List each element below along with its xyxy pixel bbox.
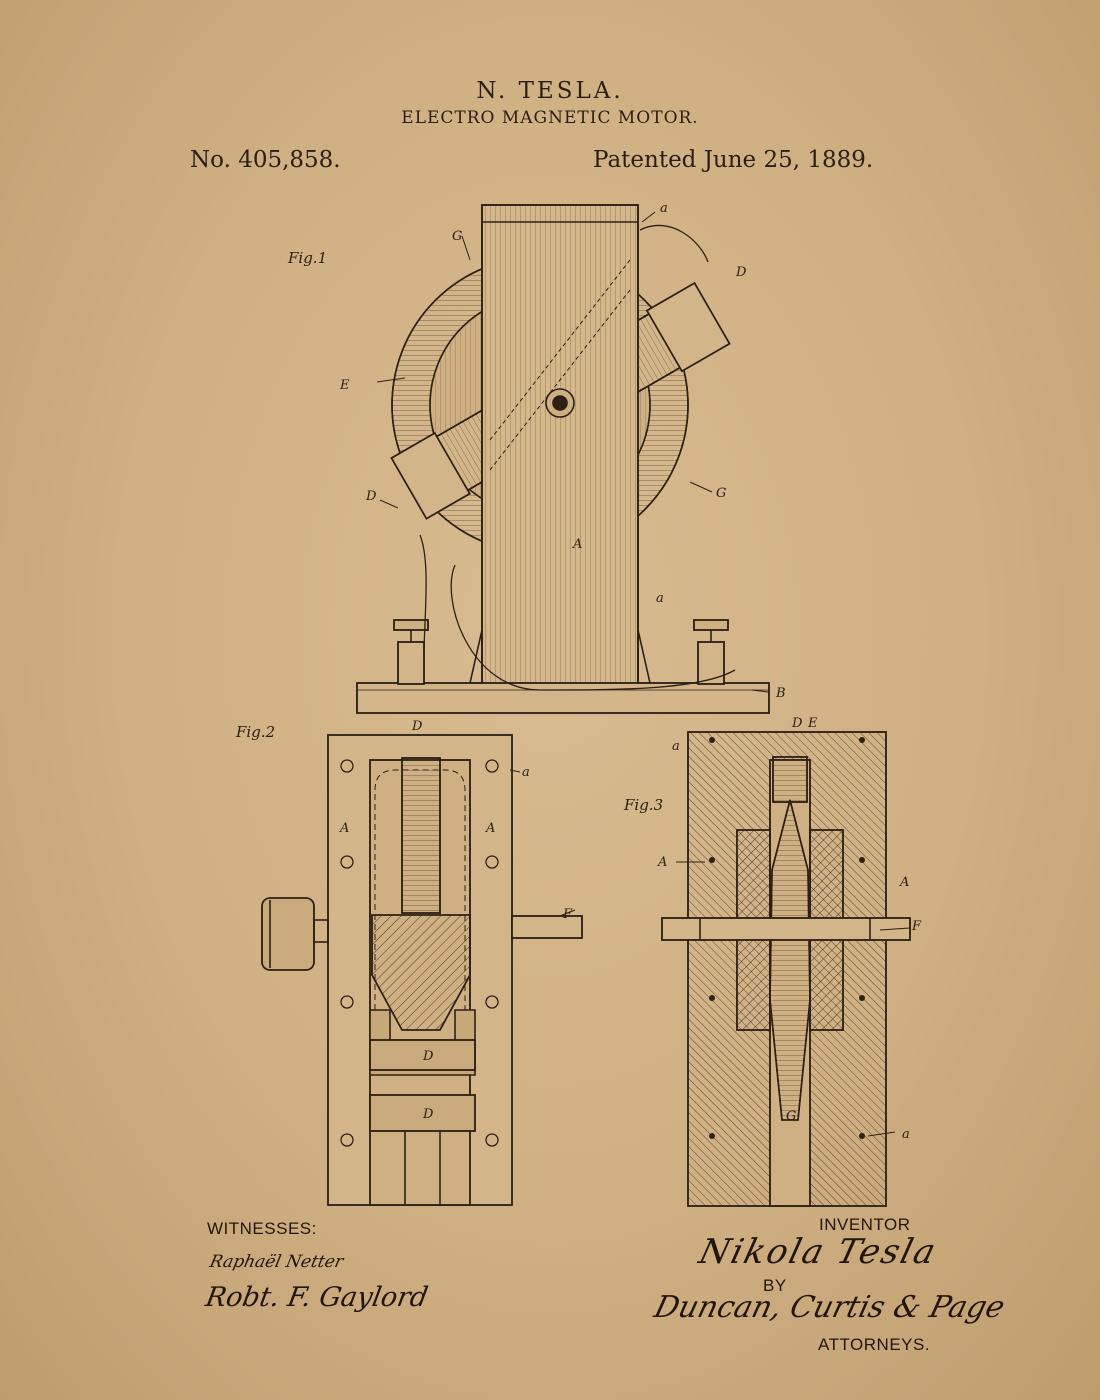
fig1-ref-e: E bbox=[339, 378, 350, 393]
fig2-ref-a-right: A bbox=[485, 821, 495, 836]
fig1-ref-g-right: G bbox=[716, 486, 726, 501]
fig1-ref-d-right: D bbox=[735, 265, 747, 280]
figure-1 bbox=[356, 204, 770, 714]
inventor-signature: Nikola Tesla bbox=[695, 1232, 942, 1272]
inventor-label: INVENTOR bbox=[819, 1215, 911, 1234]
patent-date: Patented June 25, 1889. bbox=[593, 147, 874, 173]
fig2-label: Fig.2 bbox=[235, 723, 275, 741]
fig3-ref-a-right: A bbox=[899, 875, 909, 890]
patent-number: No. 405,858. bbox=[190, 147, 341, 173]
fig2-ref-a-left: A bbox=[339, 821, 349, 836]
fig2-ref-d-top: D bbox=[411, 719, 423, 734]
by-label: BY bbox=[763, 1276, 787, 1295]
fig1-ref-d-left: D bbox=[365, 489, 377, 504]
fig3-ref-d: D bbox=[791, 716, 803, 731]
fig1-ref-a-center: A bbox=[572, 537, 582, 552]
inventor-name: N. TESLA. bbox=[476, 78, 624, 104]
attorney-signature: Duncan, Curtis & Page bbox=[650, 1290, 1009, 1325]
fig3-ref-g: G bbox=[786, 1109, 796, 1124]
fig1-ref-b: B bbox=[775, 686, 786, 701]
figure-2 bbox=[261, 734, 583, 1206]
fig2-ref-a: a bbox=[522, 765, 530, 780]
patent-title: ELECTRO MAGNETIC MOTOR. bbox=[401, 108, 699, 128]
attorneys-label: ATTORNEYS. bbox=[818, 1335, 931, 1354]
fig1-ref-g-top: G bbox=[452, 229, 462, 244]
fig1-label: Fig.1 bbox=[287, 249, 327, 267]
fig3-label: Fig.3 bbox=[623, 796, 663, 814]
fig3-ref-e: E bbox=[807, 716, 818, 731]
fig1-ref-a-top: a bbox=[660, 201, 668, 216]
witness-signature-2: Robt. F. Gaylord bbox=[203, 1282, 431, 1313]
fig1-ref-a-bottom: a bbox=[656, 591, 664, 606]
fig3-ref-a-top: a bbox=[672, 739, 680, 754]
witness-signature-1: Raphaël Netter bbox=[207, 1252, 346, 1272]
fig2-ref-f: F bbox=[562, 907, 573, 922]
figure-3 bbox=[661, 731, 911, 1207]
fig2-ref-d-bottom: D bbox=[422, 1107, 434, 1122]
fig3-ref-a-left: A bbox=[657, 855, 667, 870]
fig3-ref-a-bottom: a bbox=[902, 1127, 910, 1142]
witnesses-label: WITNESSES: bbox=[207, 1219, 317, 1238]
fig3-ref-f: F bbox=[911, 919, 922, 934]
fig2-ref-d-mid: D bbox=[422, 1049, 434, 1064]
